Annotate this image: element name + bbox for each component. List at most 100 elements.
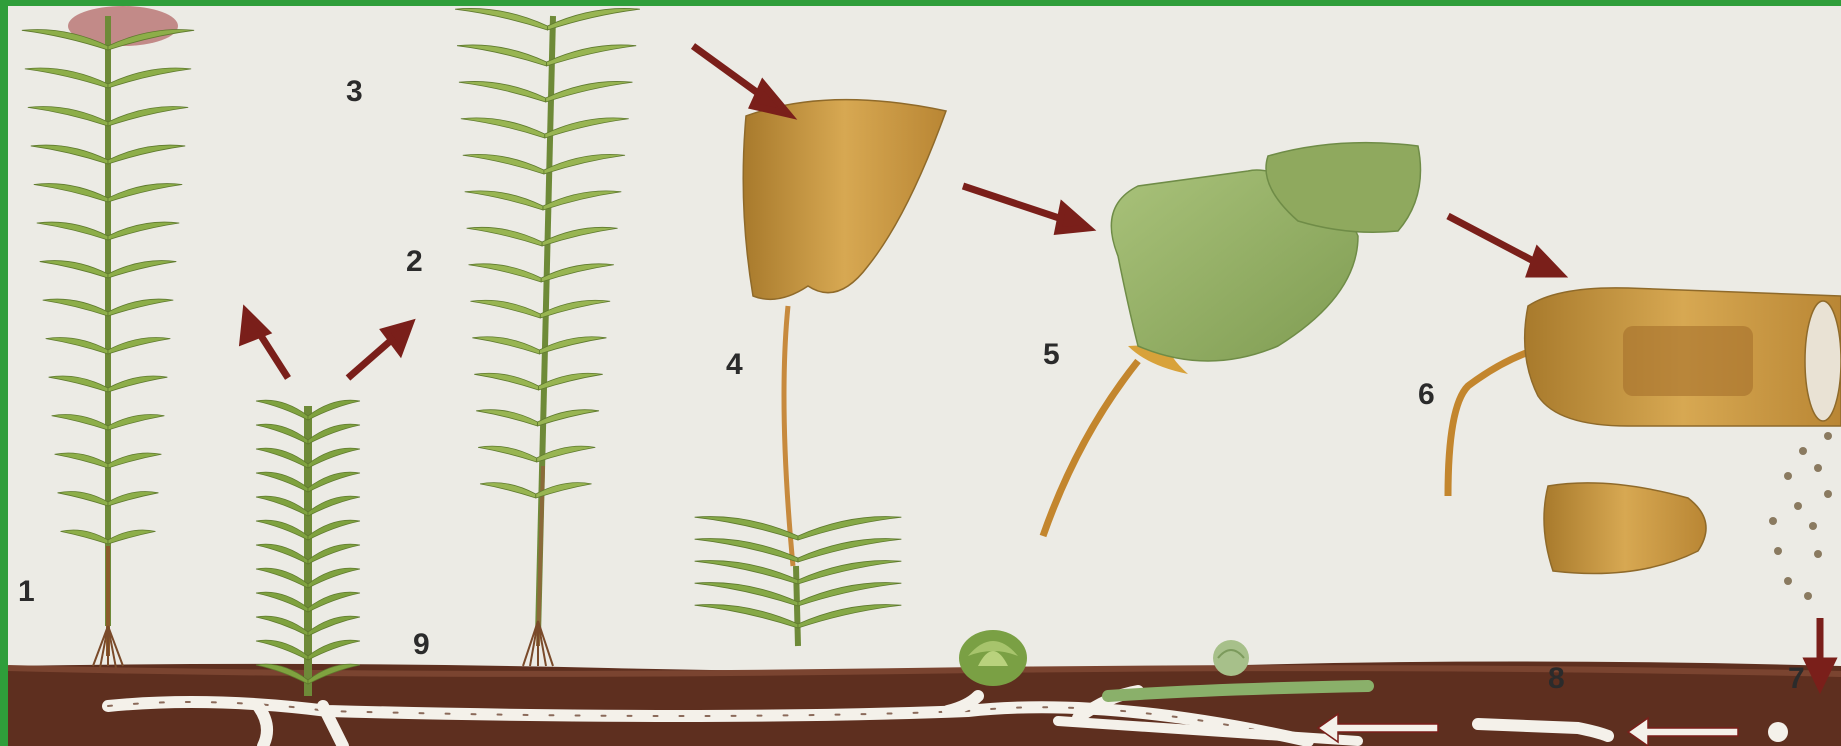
leaf	[108, 222, 179, 240]
leaf	[474, 373, 538, 390]
label-4: 4	[726, 348, 743, 381]
leaf	[28, 107, 108, 126]
leaf	[31, 145, 108, 164]
illustration-board: 1 2 3 4 5 6 7 8 9	[8, 6, 1841, 746]
leaf	[542, 227, 617, 246]
leaf	[540, 300, 610, 318]
spores-falling	[1769, 432, 1832, 600]
leaf	[308, 616, 360, 636]
arrow-to-5	[963, 186, 1088, 231]
leaf	[108, 530, 155, 544]
leaf	[539, 373, 603, 390]
capsule-lid	[1544, 483, 1706, 574]
leaf	[308, 544, 360, 564]
arrow-to-7	[1808, 618, 1832, 686]
leaf	[52, 415, 108, 430]
leaf	[455, 8, 547, 30]
sporophyte-4	[743, 100, 946, 646]
diagram-canvas: 1 2 3 4 5 6 7 8 9	[8, 6, 1841, 746]
leaf	[544, 154, 625, 174]
leaf	[256, 520, 308, 540]
leaf	[55, 453, 108, 468]
leaf	[459, 81, 546, 102]
leaf	[108, 261, 176, 278]
leaf	[548, 8, 640, 30]
leaf	[108, 68, 191, 88]
leaf	[256, 496, 308, 516]
leaf	[470, 300, 540, 318]
leaf	[463, 154, 544, 174]
leaf	[798, 539, 901, 562]
leaf	[308, 640, 360, 660]
leaf	[108, 338, 170, 354]
gametophore-bud-small	[1213, 640, 1249, 676]
leaf	[695, 539, 798, 562]
leaf	[108, 145, 185, 164]
gametophore-bud-large	[959, 630, 1027, 686]
leaf	[308, 424, 360, 444]
leaf	[308, 568, 360, 588]
leaf	[695, 517, 798, 540]
leaf	[256, 544, 308, 564]
leaf	[798, 517, 901, 540]
leaf	[467, 227, 542, 246]
capsule-5	[1043, 143, 1421, 536]
arrow-to-2	[348, 324, 410, 378]
label-6: 6	[1418, 378, 1435, 411]
leaf	[34, 184, 108, 202]
label-9: 9	[413, 628, 430, 661]
leaf	[256, 424, 308, 444]
leaf	[469, 264, 542, 282]
leaf	[108, 184, 182, 202]
leaf	[256, 472, 308, 492]
arrow-to-1	[243, 312, 288, 378]
leaf	[256, 448, 308, 468]
leaf	[472, 337, 539, 354]
leaf	[37, 222, 108, 240]
leaf	[256, 616, 308, 636]
leaf	[546, 81, 633, 102]
leaf	[798, 583, 901, 606]
label-5: 5	[1043, 338, 1060, 371]
label-7: 7	[1788, 662, 1805, 695]
leaf	[108, 415, 164, 430]
leaf	[108, 107, 188, 126]
leaf	[695, 561, 798, 584]
leaf	[308, 496, 360, 516]
leaf	[461, 118, 545, 138]
leaf	[545, 118, 629, 138]
leaf	[695, 583, 798, 606]
leaf	[256, 568, 308, 588]
leaf	[108, 376, 167, 392]
leaf	[476, 410, 537, 426]
leaf	[308, 448, 360, 468]
arrow-to-4	[693, 46, 788, 114]
leaf	[308, 400, 360, 420]
leaf	[256, 592, 308, 612]
capsule-6	[1448, 288, 1841, 496]
leaf	[480, 483, 536, 498]
leaf	[547, 45, 637, 66]
leaf	[457, 45, 547, 66]
female-gametophyte-2	[523, 16, 553, 666]
leaf	[58, 491, 108, 506]
leaf	[478, 446, 537, 462]
leaf	[108, 299, 173, 316]
leaf	[40, 261, 108, 278]
leaf	[108, 453, 161, 468]
label-2: 2	[406, 245, 423, 278]
leaf	[798, 561, 901, 584]
leaf	[25, 68, 108, 88]
leaf	[43, 299, 108, 316]
leaf	[46, 338, 108, 354]
leaf	[538, 410, 599, 426]
leaf	[308, 520, 360, 540]
leaf	[61, 530, 108, 544]
leaf	[465, 191, 543, 210]
spore-on-soil	[1768, 722, 1788, 742]
arrow-to-6	[1448, 216, 1560, 274]
leaf	[543, 191, 621, 210]
leaf	[49, 376, 108, 392]
label-8: 8	[1548, 662, 1565, 695]
